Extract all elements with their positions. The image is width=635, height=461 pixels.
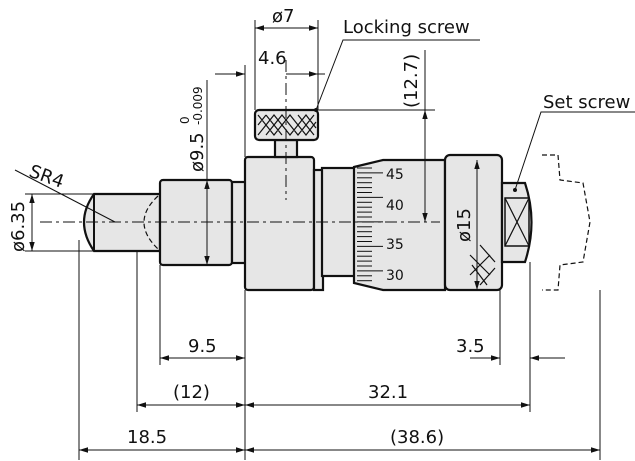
dim-sr4: SR4 bbox=[26, 161, 66, 193]
set-screw-label: Set screw bbox=[543, 92, 630, 113]
dim-d9-5-upper-tol: 0 bbox=[178, 116, 192, 124]
locking-screw-label: Locking screw bbox=[343, 17, 470, 38]
dim-len-12: (12) bbox=[173, 382, 210, 403]
dim-d15: ø15 bbox=[454, 208, 475, 242]
dim-d9-5-lower-tol: -0.009 bbox=[191, 86, 205, 125]
dim-len-32-1: 32.1 bbox=[368, 382, 408, 403]
dim-len-18-5: 18.5 bbox=[127, 427, 167, 448]
dim-d7: ø7 bbox=[272, 6, 294, 27]
scale-35: 35 bbox=[386, 237, 404, 253]
dim-len-3-5: 3.5 bbox=[456, 336, 485, 357]
dim-len-9-5: 9.5 bbox=[188, 336, 217, 357]
dim-12-7: (12.7) bbox=[401, 54, 422, 108]
mounting-barrel bbox=[243, 155, 316, 292]
scale-45: 45 bbox=[386, 167, 404, 183]
dim-len-38-6: (38.6) bbox=[390, 427, 444, 448]
extension-lines bbox=[25, 20, 601, 460]
set-screw-leader bbox=[514, 111, 635, 191]
dimension-lines bbox=[14, 25, 600, 453]
dim-4-6: 4.6 bbox=[258, 48, 287, 69]
set-screw bbox=[500, 181, 533, 264]
ratchet-outline-dashed bbox=[542, 154, 591, 291]
scale-40: 40 bbox=[386, 198, 404, 214]
scale-30: 30 bbox=[386, 268, 404, 284]
dim-d9-5: ø9.5 bbox=[187, 132, 208, 172]
locking-screw-leader bbox=[315, 39, 480, 111]
dim-d6-35: ø6.35 bbox=[8, 201, 29, 252]
thimble: 45 40 35 30 bbox=[352, 158, 447, 292]
